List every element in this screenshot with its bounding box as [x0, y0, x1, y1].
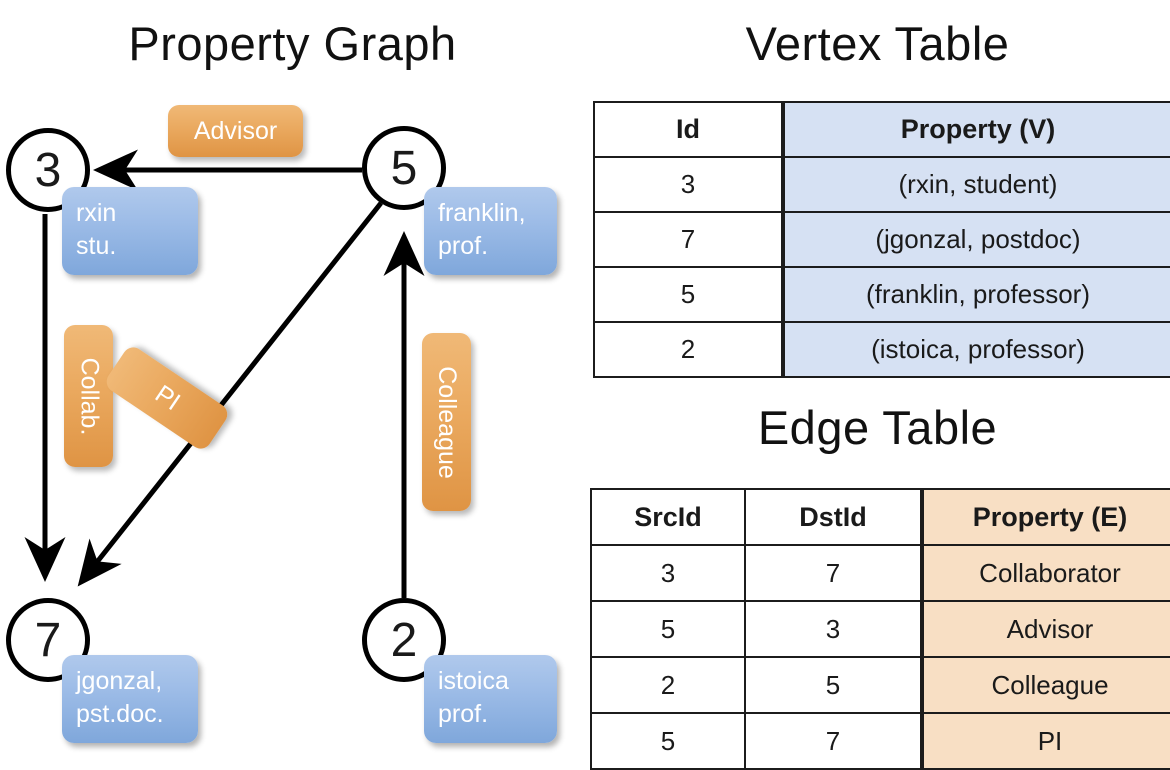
edge-table-header-srcid: SrcId — [590, 488, 746, 546]
edge-cell-property: PI — [920, 712, 1170, 770]
edge-label-text: PI — [149, 379, 185, 416]
graph-edges-canvas — [24, 149, 425, 598]
vertex-cell-id: 2 — [593, 321, 784, 378]
edge-cell-dstid: 3 — [744, 600, 923, 658]
vertex-cell-property: (istoica, professor) — [781, 321, 1170, 378]
edge-table: SrcId DstId Property (E) 3 7 Collaborato… — [590, 488, 1170, 770]
vertex-property-box-3: rxin stu. — [62, 187, 198, 275]
edge-cell-srcid: 2 — [590, 656, 746, 714]
edge-table-header-row: SrcId DstId Property (E) — [590, 488, 1170, 546]
vertex-property-line: istoica — [438, 667, 509, 695]
vertex-property-line: pst.doc. — [76, 699, 164, 728]
vertex-property-line: stu. — [76, 231, 117, 260]
vertex-cell-property: (franklin, professor) — [781, 266, 1170, 323]
vertex-table-title: Vertex Table — [745, 17, 1010, 70]
vertex-property-box-7: jgonzal, pst.doc. — [62, 655, 198, 743]
vertex-property-box-5: franklin, prof. — [424, 187, 557, 275]
edge-cell-srcid: 5 — [590, 712, 746, 770]
vertex-property-line: franklin, — [438, 199, 526, 227]
graph-node-2[interactable]: 2 — [362, 598, 446, 682]
table-row: 5 (franklin, professor) — [593, 266, 1170, 323]
graph-node-5[interactable]: 5 — [362, 126, 446, 210]
vertex-cell-property: (jgonzal, postdoc) — [781, 211, 1170, 268]
vertex-property-line: rxin — [76, 199, 117, 227]
edge-cell-srcid: 5 — [590, 600, 746, 658]
vertex-cell-property: (rxin, student) — [781, 156, 1170, 213]
vertex-property-box-2: istoica prof. — [424, 655, 557, 743]
table-row: 3 (rxin, student) — [593, 156, 1170, 213]
edge-label-text: Collab. — [75, 357, 104, 435]
edge-label-text: Advisor — [193, 116, 278, 145]
property-graph-title: Property Graph — [128, 17, 457, 70]
table-row: 2 (istoica, professor) — [593, 321, 1170, 378]
edge-cell-property: Colleague — [920, 656, 1170, 714]
vertex-table-header-property: Property (V) — [781, 101, 1170, 158]
edge-table-header-property: Property (E) — [920, 488, 1170, 546]
edge-cell-property: Collaborator — [920, 544, 1170, 602]
edge-label-collab: Collab. — [64, 325, 113, 467]
property-graph-panel: Property Graph 3 5 7 2 rxin stu. frankli… — [0, 0, 585, 760]
edge-cell-property: Advisor — [920, 600, 1170, 658]
vertex-cell-id: 7 — [593, 211, 784, 268]
table-row: 7 (jgonzal, postdoc) — [593, 211, 1170, 268]
table-row: 5 3 Advisor — [590, 600, 1170, 658]
table-row: 3 7 Collaborator — [590, 544, 1170, 602]
vertex-table-header-row: Id Property (V) — [593, 101, 1170, 158]
table-row: 2 5 Colleague — [590, 656, 1170, 714]
edge-table-header-dstid: DstId — [744, 488, 923, 546]
table-row: 5 7 PI — [590, 712, 1170, 770]
edge-table-title: Edge Table — [757, 401, 998, 454]
edge-cell-dstid: 7 — [744, 544, 923, 602]
vertex-property-line: prof. — [438, 231, 489, 260]
edge-label-text: Colleague — [433, 365, 461, 479]
vertex-property-line: prof. — [438, 699, 489, 728]
vertex-cell-id: 3 — [593, 156, 784, 213]
edge-cell-dstid: 7 — [744, 712, 923, 770]
edge-label-colleague: Colleague — [422, 333, 471, 511]
vertex-property-line: jgonzal, — [76, 667, 163, 695]
vertex-table-header-id: Id — [593, 101, 784, 158]
vertex-table: Id Property (V) 3 (rxin, student) 7 (jgo… — [593, 101, 1170, 378]
edge-cell-dstid: 5 — [744, 656, 923, 714]
vertex-cell-id: 5 — [593, 266, 784, 323]
edge-5-to-7 — [77, 201, 383, 587]
edge-cell-srcid: 3 — [590, 544, 746, 602]
edge-label-advisor: Advisor — [168, 105, 303, 157]
